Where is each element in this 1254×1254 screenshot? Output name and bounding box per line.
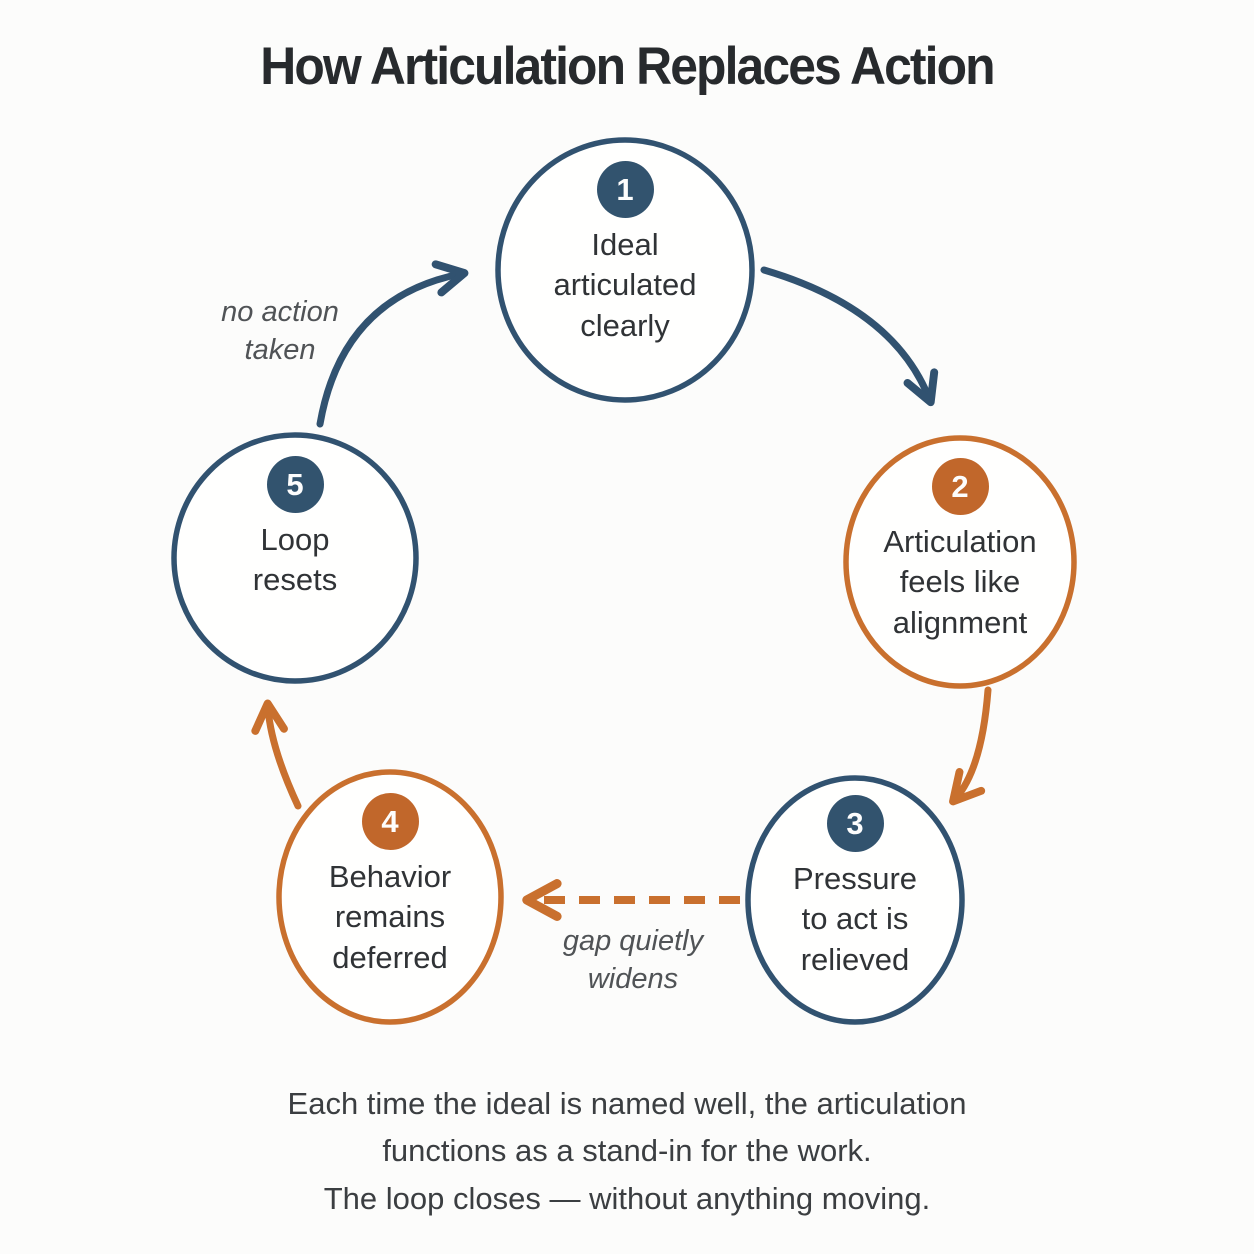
arrow-1-to-2 <box>760 266 939 407</box>
node-5-circle <box>171 432 419 684</box>
arrow-2-to-3 <box>949 686 992 806</box>
node-1-circle <box>495 137 755 403</box>
page-title: How Articulation Replaces Action <box>260 37 995 96</box>
annotation-no-action-taken: no action taken <box>221 296 339 367</box>
arrow-5-to-1 <box>316 260 469 428</box>
arrow-4-to-5 <box>251 699 302 810</box>
diagram-caption: Each time the ideal is named well, the a… <box>287 1086 967 1216</box>
node-4-circle <box>276 769 504 1025</box>
node-2-circle <box>843 435 1077 689</box>
node-3-circle <box>745 775 965 1025</box>
annotation-gap-quietly-widens: gap quietly widens <box>562 925 704 996</box>
